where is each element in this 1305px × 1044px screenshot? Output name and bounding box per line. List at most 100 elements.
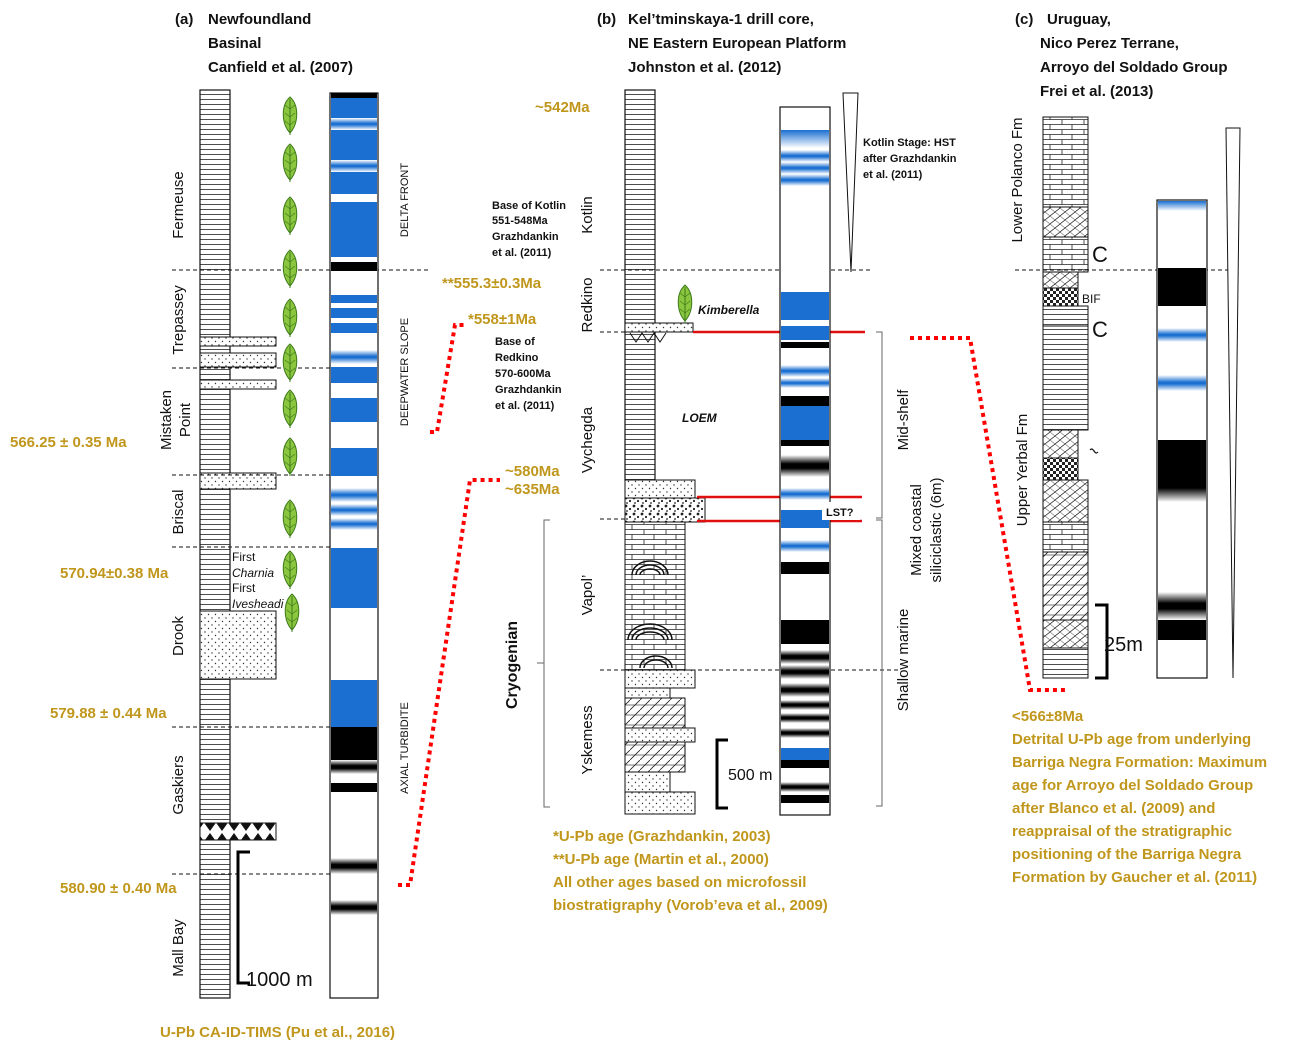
note-c-6: positioning of the Barriga Negra [1012,846,1242,863]
panel-a-scale-label: 1000 m [246,969,313,991]
formation-yskemess: Yskemess [579,705,596,774]
formation-point: Point [177,402,194,437]
panel-c-scale-bar [1095,603,1109,680]
panel-c-lithology-column [1042,116,1099,679]
note-c-3: age for Arroyo del Soldado Group [1012,777,1253,794]
formation-mistaken: Mistaken [158,390,175,450]
note-c-5: reappraisal of the stratigraphic [1012,823,1232,840]
note-c-4: after Blanco et al. (2009) and [1012,800,1215,817]
age-580-90: 580.90 ± 0.40 Ma [60,880,177,897]
age-555-3: **555.3±0.3Ma [442,275,542,292]
panel-b-scale-label: 500 m [728,767,772,784]
base-kotlin-2: 551-548Ma [492,215,549,227]
note-c-1: Detrital U-Pb age from underlying [1012,731,1251,748]
fossil-leaf-icons [282,96,300,633]
base-redkino-5: et al. (2011) [495,400,555,412]
panel-b-label: (b) [597,11,616,28]
formation-redkino: Redkino [579,277,596,332]
env-mid-shelf: Mid-shelf [895,389,912,451]
base-kotlin-1: Base of Kotlin [492,200,566,212]
panel-b-scale-bar [715,738,728,810]
panel-a-title-2: Basinal [208,35,261,52]
label-kimberella: Kimberella [698,303,760,317]
marker-c-1: C [1092,242,1108,267]
formation-upper-yerbal: Upper Yerbal Fm [1014,414,1031,527]
panel-b-title-1: Kel’tminskaya-1 drill core, [628,11,814,28]
env-axial-turbidite: AXIAL TURBIDITE [399,702,411,794]
note-c-7: Formation by Gaucher et al. (2011) [1012,869,1257,886]
formation-fermeuse: Fermeuse [170,171,187,239]
panel-b-env-brackets [876,331,883,807]
kotlin-stage-3: et al. (2011) [863,169,923,181]
base-redkino-1: Base of [495,336,535,348]
footnote-b-2: **U-Pb age (Martin et al., 2000) [553,851,769,868]
base-redkino-2: Redkino [495,352,539,364]
panel-b-title-3: Johnston et al. (2012) [628,59,781,76]
panel-c-title-2: Nico Perez Terrane, [1040,35,1179,52]
age-566-25: 566.25 ± 0.35 Ma [10,434,127,451]
panel-b-lithology-column [624,89,706,815]
formation-vapol: Vapol’ [579,575,596,616]
formation-vychegda: Vychegda [579,406,596,473]
formation-trepassey: Trepassey [170,285,187,355]
period-cryogenian: Cryogenian [504,621,521,709]
cryogenian-bracket [543,519,550,808]
base-redkino-3: 570-600Ma [495,368,552,380]
panel-c-title-4: Frei et al. (2013) [1040,83,1153,100]
panel-a-label: (a) [175,11,193,28]
kotlin-stage-2: after Grazhdankin [863,153,957,165]
age-635: ~635Ma [505,481,560,498]
footnote-b-1: *U-Pb age (Grazhdankin, 2003) [553,828,771,845]
env-deepwater-slope: DEEPWATER SLOPE [399,318,411,426]
panel-a-lithology-column [199,89,277,999]
panel-a-title-3: Canfield et al. (2007) [208,59,353,76]
age-542: ~542Ma [535,99,590,116]
panel-b-color-column [779,106,831,816]
panel-c-title-1: Uruguay, [1047,11,1111,28]
env-delta-front: DELTA FRONT [399,163,411,237]
age-579-88: 579.88 ± 0.44 Ma [50,705,167,722]
marker-bif: BIF [1082,292,1101,306]
panel-c-title-3: Arroyo del Soldado Group [1040,59,1228,76]
formation-lower-polanco: Lower Polanco Fm [1009,117,1026,242]
panel-a-boundaries [172,269,430,875]
red-tie-lines [693,330,865,523]
note-first-2: First [232,581,256,595]
env-shallow-marine: Shallow marine [895,609,912,712]
env-mixed-coastal: Mixed coastal [908,484,925,576]
kotlin-stage-1: Kotlin Stage: HST [863,137,956,149]
marker-c-2: C [1092,317,1108,342]
note-first-1: First [232,550,256,564]
formation-drook: Drook [170,615,187,656]
formation-mall-bay: Mall Bay [170,919,187,977]
formation-kotlin: Kotlin [579,196,596,234]
age-558: *558±1Ma [468,311,537,328]
panel-c-color-column [1156,199,1208,679]
panel-a-color-column [329,92,379,999]
age-580: ~580Ma [505,463,560,480]
tie-lines-a-b [398,323,500,887]
panel-c-wedge [1225,127,1241,679]
env-siliciclastic: siliciclastic (6m) [928,477,945,582]
formation-gaskiers: Gaskiers [170,755,187,814]
age-570-94: 570.94±0.38 Ma [60,565,169,582]
base-kotlin-4: et al. (2011) [492,247,552,259]
formation-briscal: Briscal [170,489,187,534]
panel-c-label: (c) [1015,11,1033,28]
panel-c-scale-label: 25m [1104,634,1143,656]
label-loem: LOEM [682,411,718,425]
panel-a-footnote: U-Pb CA-ID-TIMS (Pu et al., 2016) [160,1024,395,1041]
note-charnia: Charnia [232,566,274,580]
note-c-2: Barriga Negra Formation: Maximum [1012,754,1267,771]
lst-box [822,502,860,520]
age-566-c: <566±8Ma [1012,708,1084,725]
panel-a-title-1: Newfoundland [208,11,311,28]
kimberella-leaf-icon [677,284,693,324]
note-ivesheadi: Ivesheadi [232,597,284,611]
hst-wedge [842,92,859,273]
panel-a-scale-bar [236,850,250,985]
base-kotlin-3: Grazhdankin [492,231,559,243]
label-lst: LST? [826,507,854,519]
footnote-b-4: biostratigraphy (Vorob’eva et al., 2009) [553,897,828,914]
